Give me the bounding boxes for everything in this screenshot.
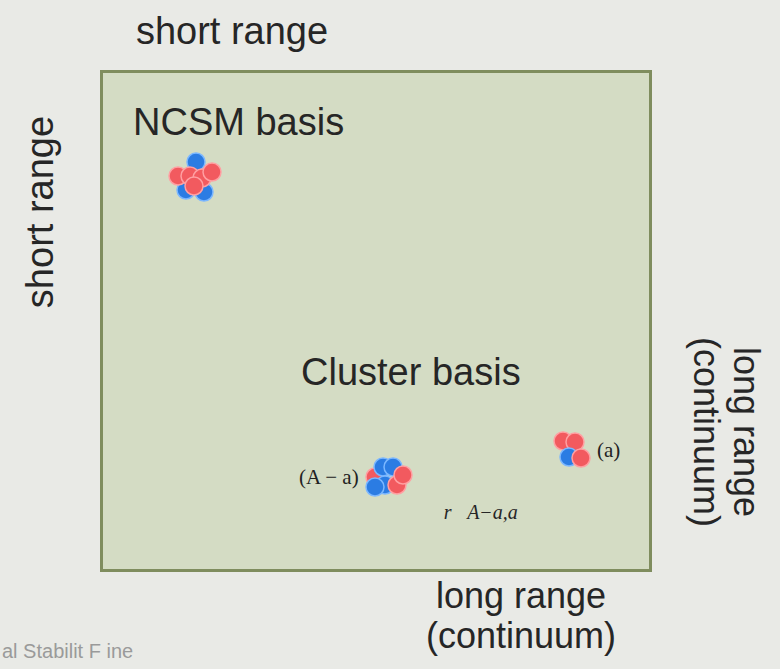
nucleon [185, 177, 203, 195]
basis-box: NCSM basisCluster basis (A − a) (a) [100, 70, 652, 572]
nucleon [203, 163, 221, 181]
basis-title: Cluster basis [301, 351, 521, 394]
nucleon [394, 466, 412, 484]
cluster-label: (A − a) [299, 465, 359, 490]
cluster-label: (a) [597, 438, 620, 463]
nucleus-cluster [549, 429, 593, 471]
axis-label: short range [19, 52, 62, 372]
ncsm-nucleus [166, 150, 226, 210]
axis-label: long range (continuum) [396, 576, 646, 657]
footer-note: al Stabilit F ine [2, 640, 133, 662]
axis-label: long range (continuum) [686, 307, 767, 557]
basis-title: NCSM basis [133, 101, 344, 144]
cluster-node: (A − a) [299, 455, 413, 499]
axis-label: short range [72, 10, 392, 53]
vector-label: r⃗A−a,a [442, 501, 520, 524]
nucleon [366, 478, 384, 496]
cluster-node: (a) [549, 429, 620, 471]
nucleus-cluster [363, 455, 413, 499]
nucleon [572, 449, 590, 467]
